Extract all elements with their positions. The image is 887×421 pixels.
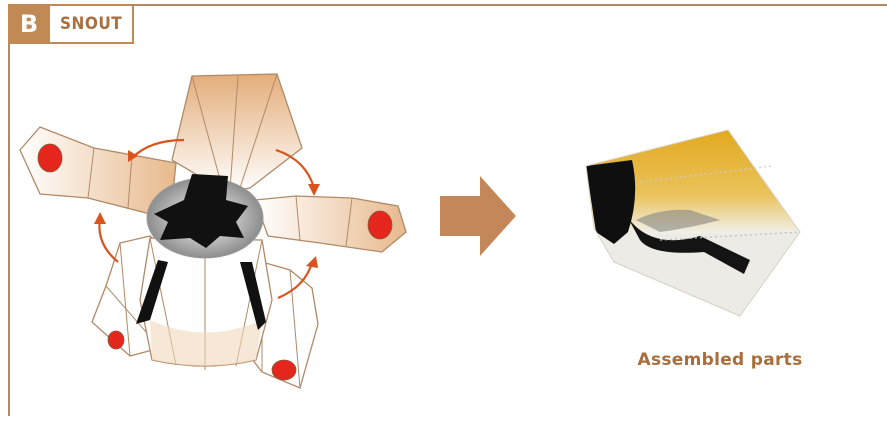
bottom-right-dot bbox=[271, 359, 297, 381]
curved-fold-arrow-icon bbox=[308, 184, 320, 196]
bottom-center-panel bbox=[139, 237, 273, 370]
curved-fold-arrow-icon bbox=[128, 150, 138, 162]
right-flap-dot bbox=[367, 210, 393, 240]
black-stripe-left bbox=[136, 260, 168, 324]
assembled-parts-caption: Assembled parts bbox=[637, 350, 803, 370]
fold-arrow-left bbox=[98, 217, 119, 263]
snout-template bbox=[19, 73, 407, 389]
frame-top-border bbox=[8, 4, 887, 6]
assembled-model bbox=[585, 129, 801, 317]
section-header: B SNOUT bbox=[8, 4, 135, 44]
curved-fold-arrow-icon bbox=[94, 212, 106, 224]
right-arrow-icon bbox=[440, 176, 516, 256]
black-marking bbox=[154, 174, 248, 248]
black-stripe-right bbox=[240, 262, 266, 330]
left-flap-dot bbox=[37, 143, 63, 173]
fold-arrowheads bbox=[94, 150, 320, 268]
right-flap bbox=[254, 195, 407, 253]
bottom-left-dot bbox=[107, 330, 125, 350]
fold-arrow-top-right bbox=[275, 148, 316, 189]
section-letter: B bbox=[8, 4, 50, 44]
curved-fold-arrow-icon bbox=[306, 256, 318, 268]
section-title: SNOUT bbox=[50, 4, 135, 44]
top-flap bbox=[171, 73, 303, 193]
frame-left-border bbox=[8, 4, 10, 416]
